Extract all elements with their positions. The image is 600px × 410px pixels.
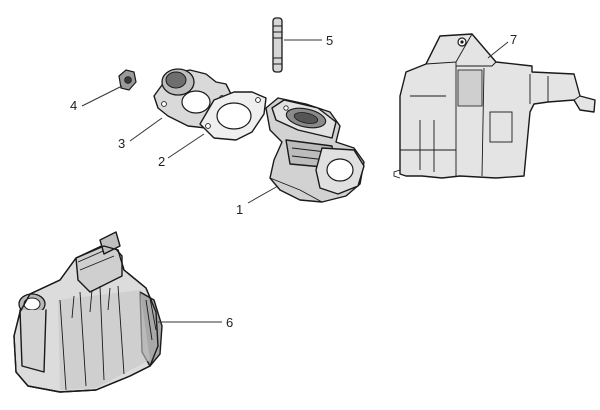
callout-5: 5 [326, 33, 333, 48]
leader-3 [129, 117, 163, 142]
leader-4 [81, 85, 123, 107]
part-5-stud [272, 17, 283, 73]
callout-1: 1 [236, 202, 243, 217]
callout-2: 2 [158, 154, 165, 169]
part-6-muffler [13, 231, 163, 393]
leader-7 [487, 41, 509, 59]
callout-7: 7 [510, 32, 517, 47]
callout-labels: 1 2 3 4 5 6 7 [70, 32, 517, 330]
leader-2 [167, 133, 205, 159]
leader-lines [81, 39, 509, 323]
callout-3: 3 [118, 136, 125, 151]
callout-6: 6 [226, 315, 233, 330]
part-7-heat-shield [393, 33, 596, 179]
part-1-exhaust-manifold [265, 97, 365, 203]
callout-4: 4 [70, 98, 77, 113]
part-2-gasket [199, 91, 267, 141]
part-4-nut [118, 69, 137, 91]
leader-1 [247, 185, 279, 204]
